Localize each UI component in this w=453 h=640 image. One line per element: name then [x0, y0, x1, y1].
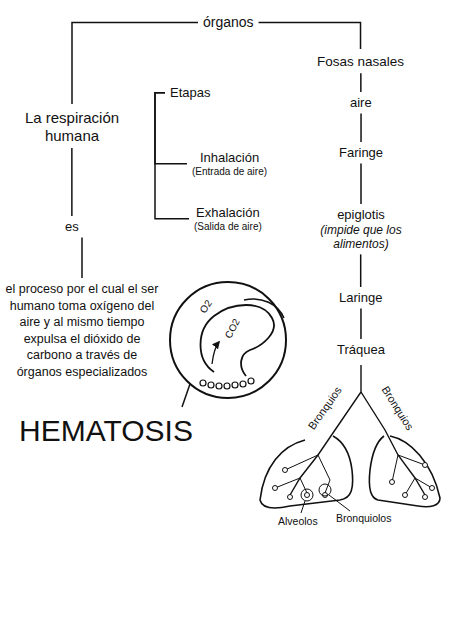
- concept-label: es: [65, 219, 79, 235]
- concept-label: Tráquea: [337, 342, 385, 358]
- leader-line: [301, 501, 305, 513]
- blood-cell: [240, 381, 246, 387]
- concept-text: La respiración humana: [13, 109, 131, 145]
- concept-label: Etapas: [170, 85, 210, 101]
- alveolus-dot: [323, 493, 328, 498]
- concept-label: aire: [350, 95, 372, 111]
- concept-text: Inhalación(Entrada de aire): [192, 150, 267, 178]
- alveolus-dot: [283, 468, 288, 473]
- zoom-circle: [170, 282, 286, 398]
- blood-cell: [208, 382, 214, 388]
- connector-line: [259, 22, 361, 49]
- alveolus-dot: [390, 480, 395, 485]
- bronchiole: [275, 478, 300, 488]
- alveolus-dot: [305, 493, 310, 498]
- alveolus-dot: [423, 495, 428, 500]
- alveolus-wall: [201, 305, 274, 376]
- concept-text: órganos: [203, 14, 254, 31]
- blood-cell: [200, 380, 206, 386]
- concept-label: Faringe: [339, 145, 383, 161]
- connector-line: [360, 164, 362, 204]
- connector-line: [360, 114, 362, 142]
- concept-text: el proceso por el cual el ser humano tom…: [5, 281, 159, 380]
- part-name: Alveolos: [278, 516, 318, 528]
- concept-label: La respiración humana: [13, 109, 131, 145]
- concept-text: Tráquea: [337, 342, 385, 358]
- concept-label: Laringe: [339, 290, 382, 306]
- concept-label: epiglotis: [307, 207, 415, 223]
- connector-line: [155, 93, 189, 219]
- part-name: Bronquiolos: [336, 513, 391, 525]
- concept-note: (Entrada de aire): [192, 166, 267, 178]
- right-lung: [369, 436, 440, 507]
- bronchiole: [285, 455, 318, 470]
- connector-line: [81, 238, 83, 278]
- alveolus-dot: [273, 486, 278, 491]
- concept-text: Etapas: [170, 85, 210, 101]
- concept-label: Inhalación: [192, 150, 267, 166]
- bronchiole: [398, 455, 425, 465]
- concept-text: Laringe: [339, 290, 382, 306]
- gas-label: CO2: [223, 317, 242, 340]
- alveolus-dot: [403, 493, 408, 498]
- leader-line: [182, 384, 190, 407]
- capillary: [200, 378, 254, 389]
- concept-text: aire: [350, 95, 372, 111]
- concept-label: Fosas nasales: [317, 54, 404, 70]
- concept-text: Fosas nasales: [317, 54, 404, 70]
- part-name: Bronquios: [380, 384, 417, 432]
- concept-text: Faringe: [339, 145, 383, 161]
- blood-cell: [248, 378, 254, 384]
- connector-line: [155, 93, 187, 164]
- left-lung: [260, 436, 353, 508]
- alveolus-dot: [288, 495, 293, 500]
- concept-label: Exhalación: [194, 205, 262, 221]
- connector-line: [360, 73, 362, 92]
- leader-line: [329, 495, 350, 511]
- left-bronchus: [290, 365, 361, 495]
- concept-note: (Salida de aire): [194, 221, 262, 233]
- part-name: Bronquios: [306, 384, 344, 432]
- bronchiole-marker: [319, 484, 331, 496]
- concept-text: es: [65, 219, 79, 235]
- concept-note: (impide que los alimentos): [307, 223, 415, 252]
- blood-cell: [224, 383, 230, 389]
- concept-text: Exhalación(Salida de aire): [194, 205, 262, 233]
- alveoli: [273, 463, 435, 500]
- alveolus-dot: [423, 463, 428, 468]
- concept-label: órganos: [203, 14, 254, 31]
- connector-line: [360, 254, 362, 287]
- bronchiole: [392, 455, 398, 482]
- gas-label: O2: [197, 298, 214, 315]
- concept-text: epiglotis(impide que los alimentos): [307, 207, 415, 251]
- alveolus-dot: [430, 486, 435, 491]
- alveolus-marker: [301, 489, 313, 501]
- concept-label: el proceso por el cual el ser humano tom…: [5, 281, 159, 380]
- title-word: HEMATOSIS: [19, 414, 193, 447]
- co2-arrow: [212, 342, 219, 364]
- blood-cell: [216, 383, 222, 389]
- bronchioles: [275, 455, 432, 495]
- alveolus-duct: [244, 299, 284, 318]
- connector-line: [71, 148, 73, 216]
- blood-cell: [232, 382, 238, 388]
- connector-line: [360, 309, 362, 339]
